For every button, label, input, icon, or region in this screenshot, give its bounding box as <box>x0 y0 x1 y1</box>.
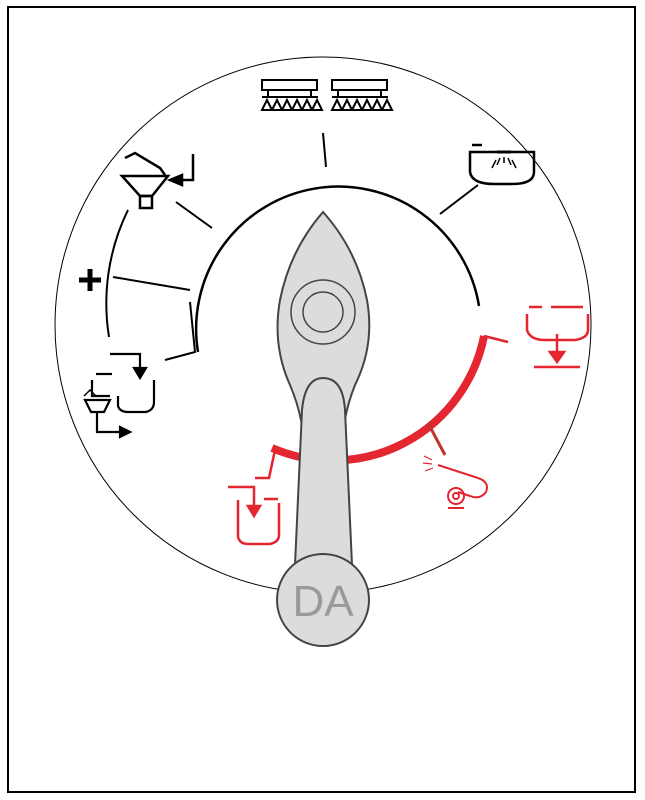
selector-lever[interactable]: DA <box>276 210 371 647</box>
connector-tank-drain <box>483 334 509 344</box>
left-guide-arc <box>105 209 129 338</box>
connector-add-chemical <box>112 276 191 291</box>
connector-spray-booms <box>322 132 327 168</box>
connector-hopper-to-tank <box>164 301 197 361</box>
connector-spray-gun <box>426 422 447 456</box>
connector-tank-rinse <box>439 184 479 215</box>
knob-label: DA <box>292 577 354 626</box>
lever-pivot-inner <box>302 291 344 333</box>
selector-arc <box>194 185 481 353</box>
connector-hopper-rinse <box>175 201 213 229</box>
lever-handle[interactable] <box>293 376 354 566</box>
tank-drain-icon[interactable] <box>525 305 590 369</box>
lever-pivot-outer <box>290 279 356 345</box>
lever-knob[interactable] <box>276 553 370 647</box>
hopper-rinse-icon[interactable] <box>119 151 195 210</box>
tank-rinse-nozzle-icon[interactable] <box>468 143 536 186</box>
double-boom-sprayer-icon[interactable] <box>260 79 394 111</box>
spray-gun-hose-reel-icon[interactable] <box>422 455 488 509</box>
connector-induction-hopper <box>255 449 277 480</box>
diagram-frame <box>7 6 636 793</box>
induction-hopper-icon[interactable] <box>228 485 281 546</box>
hopper-transfer-icon[interactable] <box>83 352 156 439</box>
plus-icon[interactable] <box>79 269 101 291</box>
